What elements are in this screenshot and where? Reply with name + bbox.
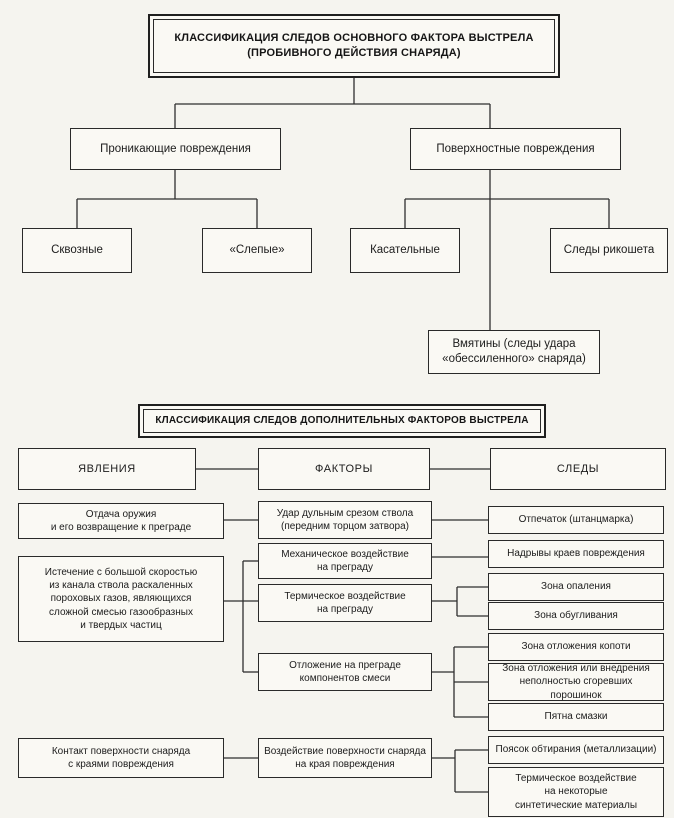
box-grease-spots: Пятна смазки (488, 703, 664, 731)
box-singeing-zone: Зона опаления (488, 573, 664, 601)
header-factors: ФАКТОРЫ (258, 448, 430, 490)
box-blind-damage: «Слепые» (202, 228, 312, 273)
box-wipe-belt: Поясок обтирания (металлизации) (488, 736, 664, 764)
box-mechanical-action: Механическое воздействие на преграду (258, 543, 432, 579)
diagram2-title-box: КЛАССИФИКАЦИЯ СЛЕДОВ ДОПОЛНИТЕЛЬНЫХ ФАКТ… (138, 404, 546, 438)
diagram1-title-box: КЛАССИФИКАЦИЯ СЛЕДОВ ОСНОВНОГО ФАКТОРА В… (148, 14, 560, 78)
box-thermal-action: Термическое воздействие на преграду (258, 584, 432, 622)
box-edge-tears: Надрывы краев повреждения (488, 540, 664, 568)
box-projectile-surface-action: Воздействие поверхности снаряда на края … (258, 738, 432, 778)
box-gas-outflow: Истечение с большой скоростью из канала … (18, 556, 224, 642)
box-thermal-synthetic: Термическое воздействие на некоторые син… (488, 767, 664, 817)
box-dents: Вмятины (следы удара «обессиленного» сна… (428, 330, 600, 374)
header-phenomena: ЯВЛЕНИЯ (18, 448, 196, 490)
diagram2-title: КЛАССИФИКАЦИЯ СЛЕДОВ ДОПОЛНИТЕЛЬНЫХ ФАКТ… (143, 409, 541, 433)
box-tangential-damage: Касательные (350, 228, 460, 273)
box-muzzle-impact: Удар дульным срезом ствола (передним тор… (258, 501, 432, 539)
box-surface-damage: Поверхностные повреждения (410, 128, 621, 170)
box-imprint: Отпечаток (штанцмарка) (488, 506, 664, 534)
diagram1-title: КЛАССИФИКАЦИЯ СЛЕДОВ ОСНОВНОГО ФАКТОРА В… (153, 19, 555, 73)
box-charring-zone: Зона обугливания (488, 602, 664, 630)
box-penetrating-damage: Проникающие повреждения (70, 128, 281, 170)
box-mixture-deposition: Отложение на преграде компонентов смеси (258, 653, 432, 691)
box-powder-zone: Зона отложения или внедрения неполностью… (488, 663, 664, 701)
box-through-damage: Сквозные (22, 228, 132, 273)
box-projectile-contact: Контакт поверхности снаряда с краями пов… (18, 738, 224, 778)
box-ricochet-traces: Следы рикошета (550, 228, 668, 273)
box-soot-zone: Зона отложения копоти (488, 633, 664, 661)
header-traces: СЛЕДЫ (490, 448, 666, 490)
box-recoil: Отдача оружия и его возвращение к прегра… (18, 503, 224, 539)
